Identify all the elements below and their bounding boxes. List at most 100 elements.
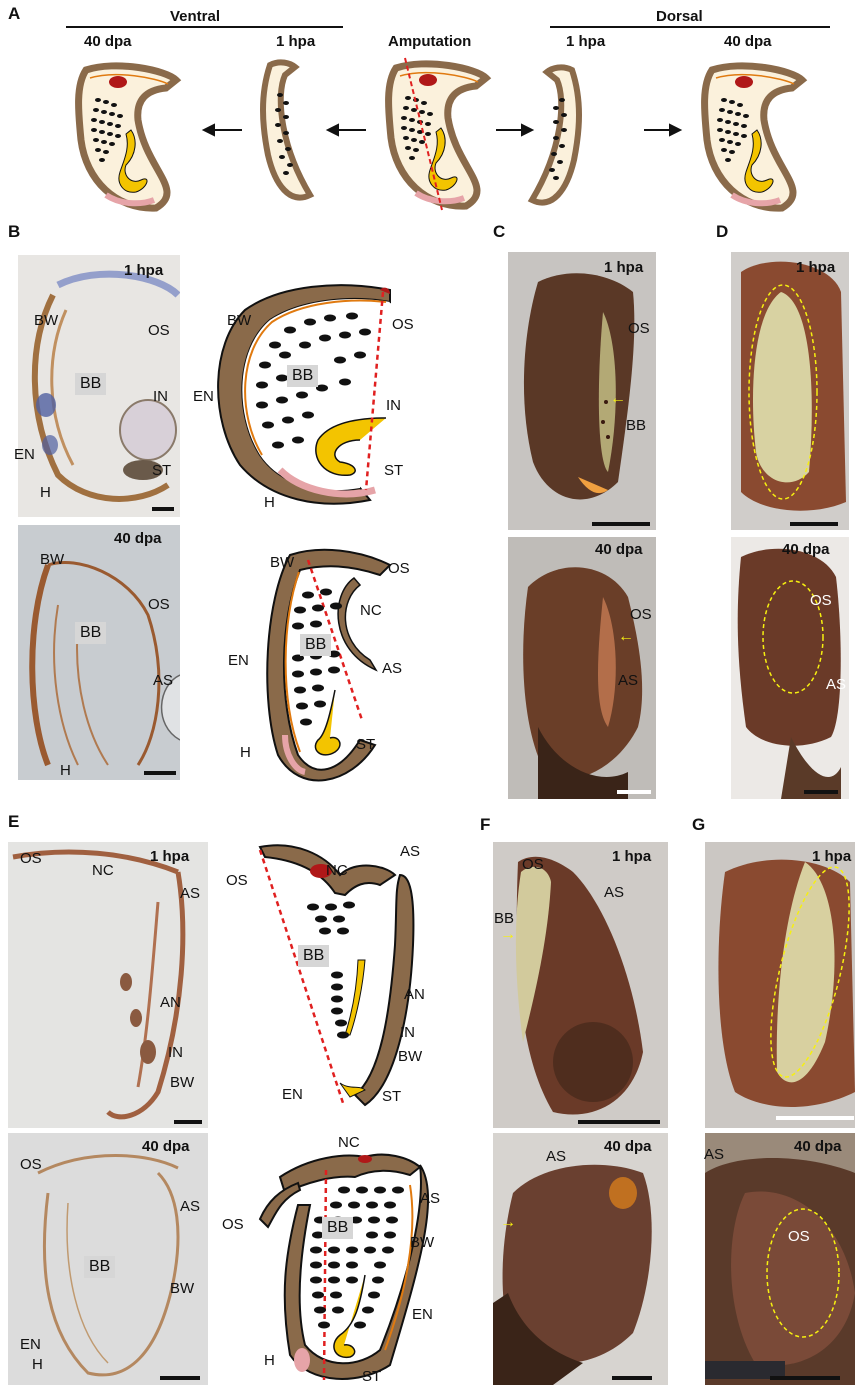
label-bw: BW <box>34 312 58 329</box>
photo-c-1hpa-drawing <box>508 252 656 530</box>
label-bb: BB <box>626 417 646 434</box>
arrow-icon: ← <box>610 390 626 408</box>
label-in: IN <box>400 1024 415 1041</box>
time-label-g-1hpa: 1 hpa <box>812 848 851 865</box>
label-h: H <box>60 762 71 779</box>
photo-f-40dpa <box>493 1133 668 1385</box>
scale-bar <box>776 1116 854 1120</box>
time-label-f-40dpa: 40 dpa <box>604 1138 652 1155</box>
label-bw: BW <box>398 1048 422 1065</box>
label-bb: BB <box>494 910 514 927</box>
label-st: ST <box>356 736 375 753</box>
arrow-icon: ← <box>618 628 634 646</box>
scale-bar <box>804 790 838 794</box>
label-as: AS <box>604 884 624 901</box>
label-st: ST <box>382 1088 401 1105</box>
photo-f-1hpa <box>493 842 668 1128</box>
label-os: OS <box>810 592 832 609</box>
panel-label-g: G <box>692 815 705 835</box>
label-os: OS <box>222 1216 244 1233</box>
panel-label-d: D <box>716 222 728 242</box>
label-bw: BW <box>40 551 64 568</box>
time-label-b-1hpa: 1 hpa <box>124 262 163 279</box>
panel-a-schematics <box>0 0 855 210</box>
label-os: OS <box>630 606 652 623</box>
label-bw: BW <box>410 1234 434 1251</box>
dorsal-40dpa-schematic <box>705 66 802 208</box>
label-nc: NC <box>360 602 382 619</box>
label-os: OS <box>522 856 544 873</box>
label-nc: NC <box>92 862 114 879</box>
photo-c-40dpa <box>508 537 656 799</box>
photo-d-1hpa-drawing <box>731 252 849 530</box>
label-en: EN <box>282 1086 303 1103</box>
label-h: H <box>264 1352 275 1369</box>
label-as: AS <box>704 1146 724 1163</box>
panel-label-f: F <box>480 815 490 835</box>
time-label-e-40dpa: 40 dpa <box>142 1138 190 1155</box>
label-h: H <box>264 494 275 511</box>
time-label-d-1hpa: 1 hpa <box>796 259 835 276</box>
schematic-e-40dpa <box>240 1135 450 1385</box>
label-nc: NC <box>326 862 348 879</box>
scale-bar <box>790 522 838 526</box>
scale-bar <box>144 771 176 775</box>
photo-d-40dpa-drawing <box>731 537 849 799</box>
photo-c-40dpa-drawing <box>508 537 656 799</box>
time-label-c-1hpa: 1 hpa <box>604 259 643 276</box>
label-in: IN <box>386 397 401 414</box>
label-as: AS <box>180 1198 200 1215</box>
label-bb: BB <box>75 622 106 644</box>
panel-label-b: B <box>8 222 20 242</box>
photo-g-1hpa-drawing <box>705 842 855 1128</box>
arrow-icon: → <box>500 926 516 944</box>
label-as: AS <box>420 1190 440 1207</box>
label-nc: NC <box>338 1134 360 1151</box>
label-os: OS <box>226 872 248 889</box>
label-as: AS <box>826 676 846 693</box>
photo-f-1hpa-drawing <box>493 842 668 1128</box>
label-os: OS <box>392 316 414 333</box>
label-bb: BB <box>298 945 329 967</box>
label-os: OS <box>788 1228 810 1245</box>
label-bw: BW <box>170 1074 194 1091</box>
ventral-1hpa-schematic <box>263 62 310 197</box>
scale-bar <box>578 1120 660 1124</box>
label-bb: BB <box>300 634 331 656</box>
arrow-icon: → <box>500 1214 516 1232</box>
time-label-e-1hpa: 1 hpa <box>150 848 189 865</box>
label-st: ST <box>362 1368 381 1385</box>
label-in: IN <box>168 1044 183 1061</box>
label-st: ST <box>384 462 403 479</box>
photo-c-1hpa <box>508 252 656 530</box>
amputation-schematic <box>389 64 486 206</box>
label-st: ST <box>152 462 171 479</box>
ventral-40dpa-schematic <box>79 66 176 208</box>
time-label-f-1hpa: 1 hpa <box>612 848 651 865</box>
scale-bar <box>617 790 651 794</box>
scale-bar <box>612 1376 652 1380</box>
label-bw: BW <box>227 312 251 329</box>
photo-g-40dpa-drawing <box>705 1133 855 1385</box>
label-en: EN <box>20 1336 41 1353</box>
label-an: AN <box>404 986 425 1003</box>
label-os: OS <box>20 850 42 867</box>
time-label-d-40dpa: 40 dpa <box>782 541 830 558</box>
label-as: AS <box>546 1148 566 1165</box>
scale-bar <box>152 507 174 511</box>
photo-g-40dpa <box>705 1133 855 1385</box>
time-label-c-40dpa: 40 dpa <box>595 541 643 558</box>
time-label-b-40dpa: 40 dpa <box>114 530 162 547</box>
scale-bar <box>770 1376 840 1380</box>
label-os: OS <box>148 596 170 613</box>
schematic-e-1hpa <box>225 835 450 1130</box>
label-h: H <box>40 484 51 501</box>
label-bw: BW <box>270 554 294 571</box>
photo-d-40dpa <box>731 537 849 799</box>
label-h: H <box>32 1356 43 1373</box>
label-os: OS <box>628 320 650 337</box>
scale-bar <box>174 1120 202 1124</box>
label-as: AS <box>153 672 173 689</box>
photo-g-1hpa <box>705 842 855 1128</box>
label-an: AN <box>160 994 181 1011</box>
